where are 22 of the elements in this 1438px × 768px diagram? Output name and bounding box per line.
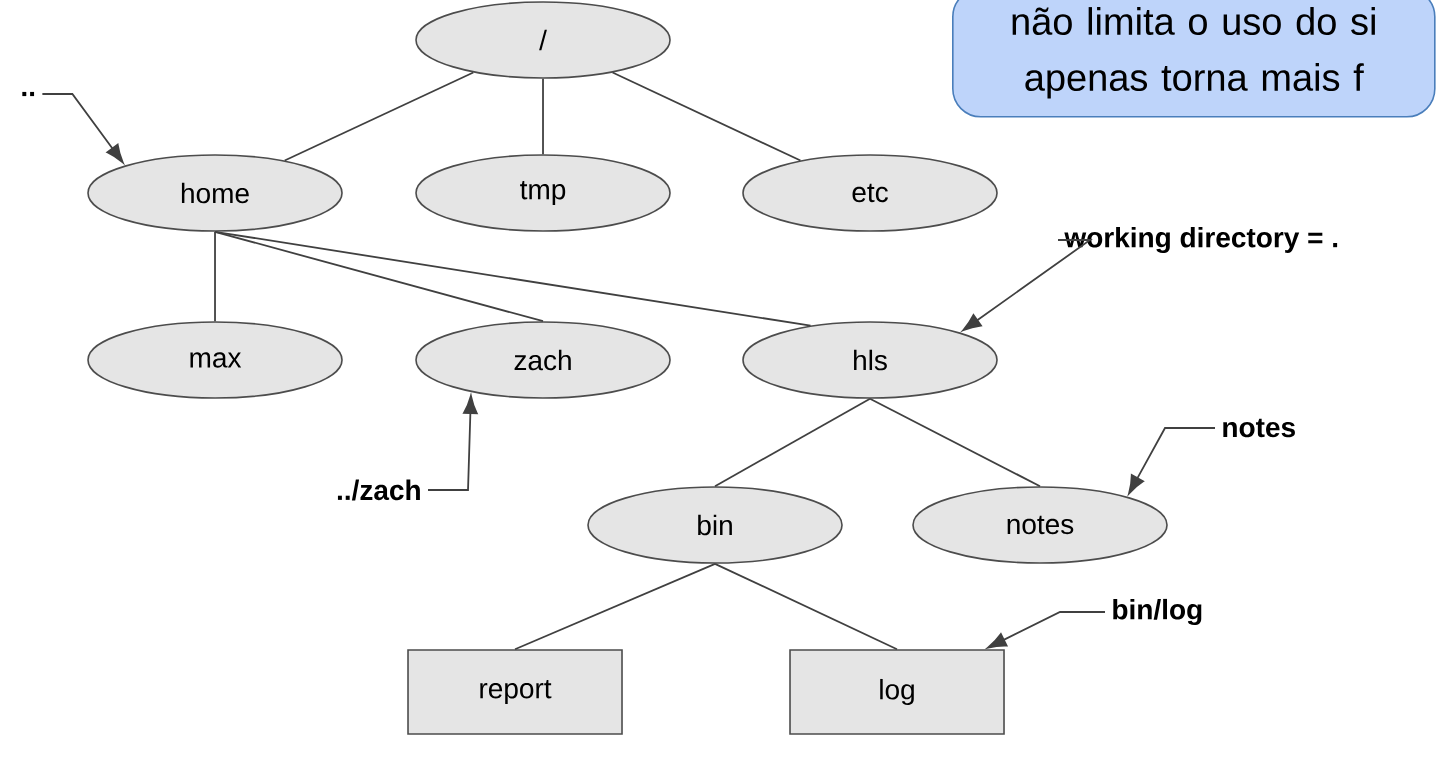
connector-line — [214, 230, 216, 323]
connector-line — [869, 397, 1041, 488]
leader-arrow — [41, 93, 124, 164]
file-box: report — [407, 649, 623, 735]
path-label: notes — [1223, 418, 1295, 438]
path-label: ../zach — [337, 479, 420, 501]
path-label: working directory = . — [1064, 226, 1338, 254]
path-label: bin/log — [1113, 598, 1202, 626]
path-label: .. — [22, 91, 35, 97]
connector-line — [283, 71, 475, 162]
connector-line — [611, 71, 802, 162]
leader-arrow — [427, 395, 478, 491]
connector-line — [714, 562, 898, 651]
file-box: log — [789, 649, 1005, 735]
callout-box: não limita o uso do si apenas torna mais f — [952, 0, 1436, 118]
leader-arrow — [987, 611, 1106, 649]
connector-line — [514, 562, 716, 651]
leader-arrow — [1128, 427, 1216, 495]
connector-line — [542, 77, 544, 156]
connector-line — [214, 230, 812, 327]
leader-arrow — [962, 239, 1093, 332]
connector-line — [714, 397, 871, 488]
